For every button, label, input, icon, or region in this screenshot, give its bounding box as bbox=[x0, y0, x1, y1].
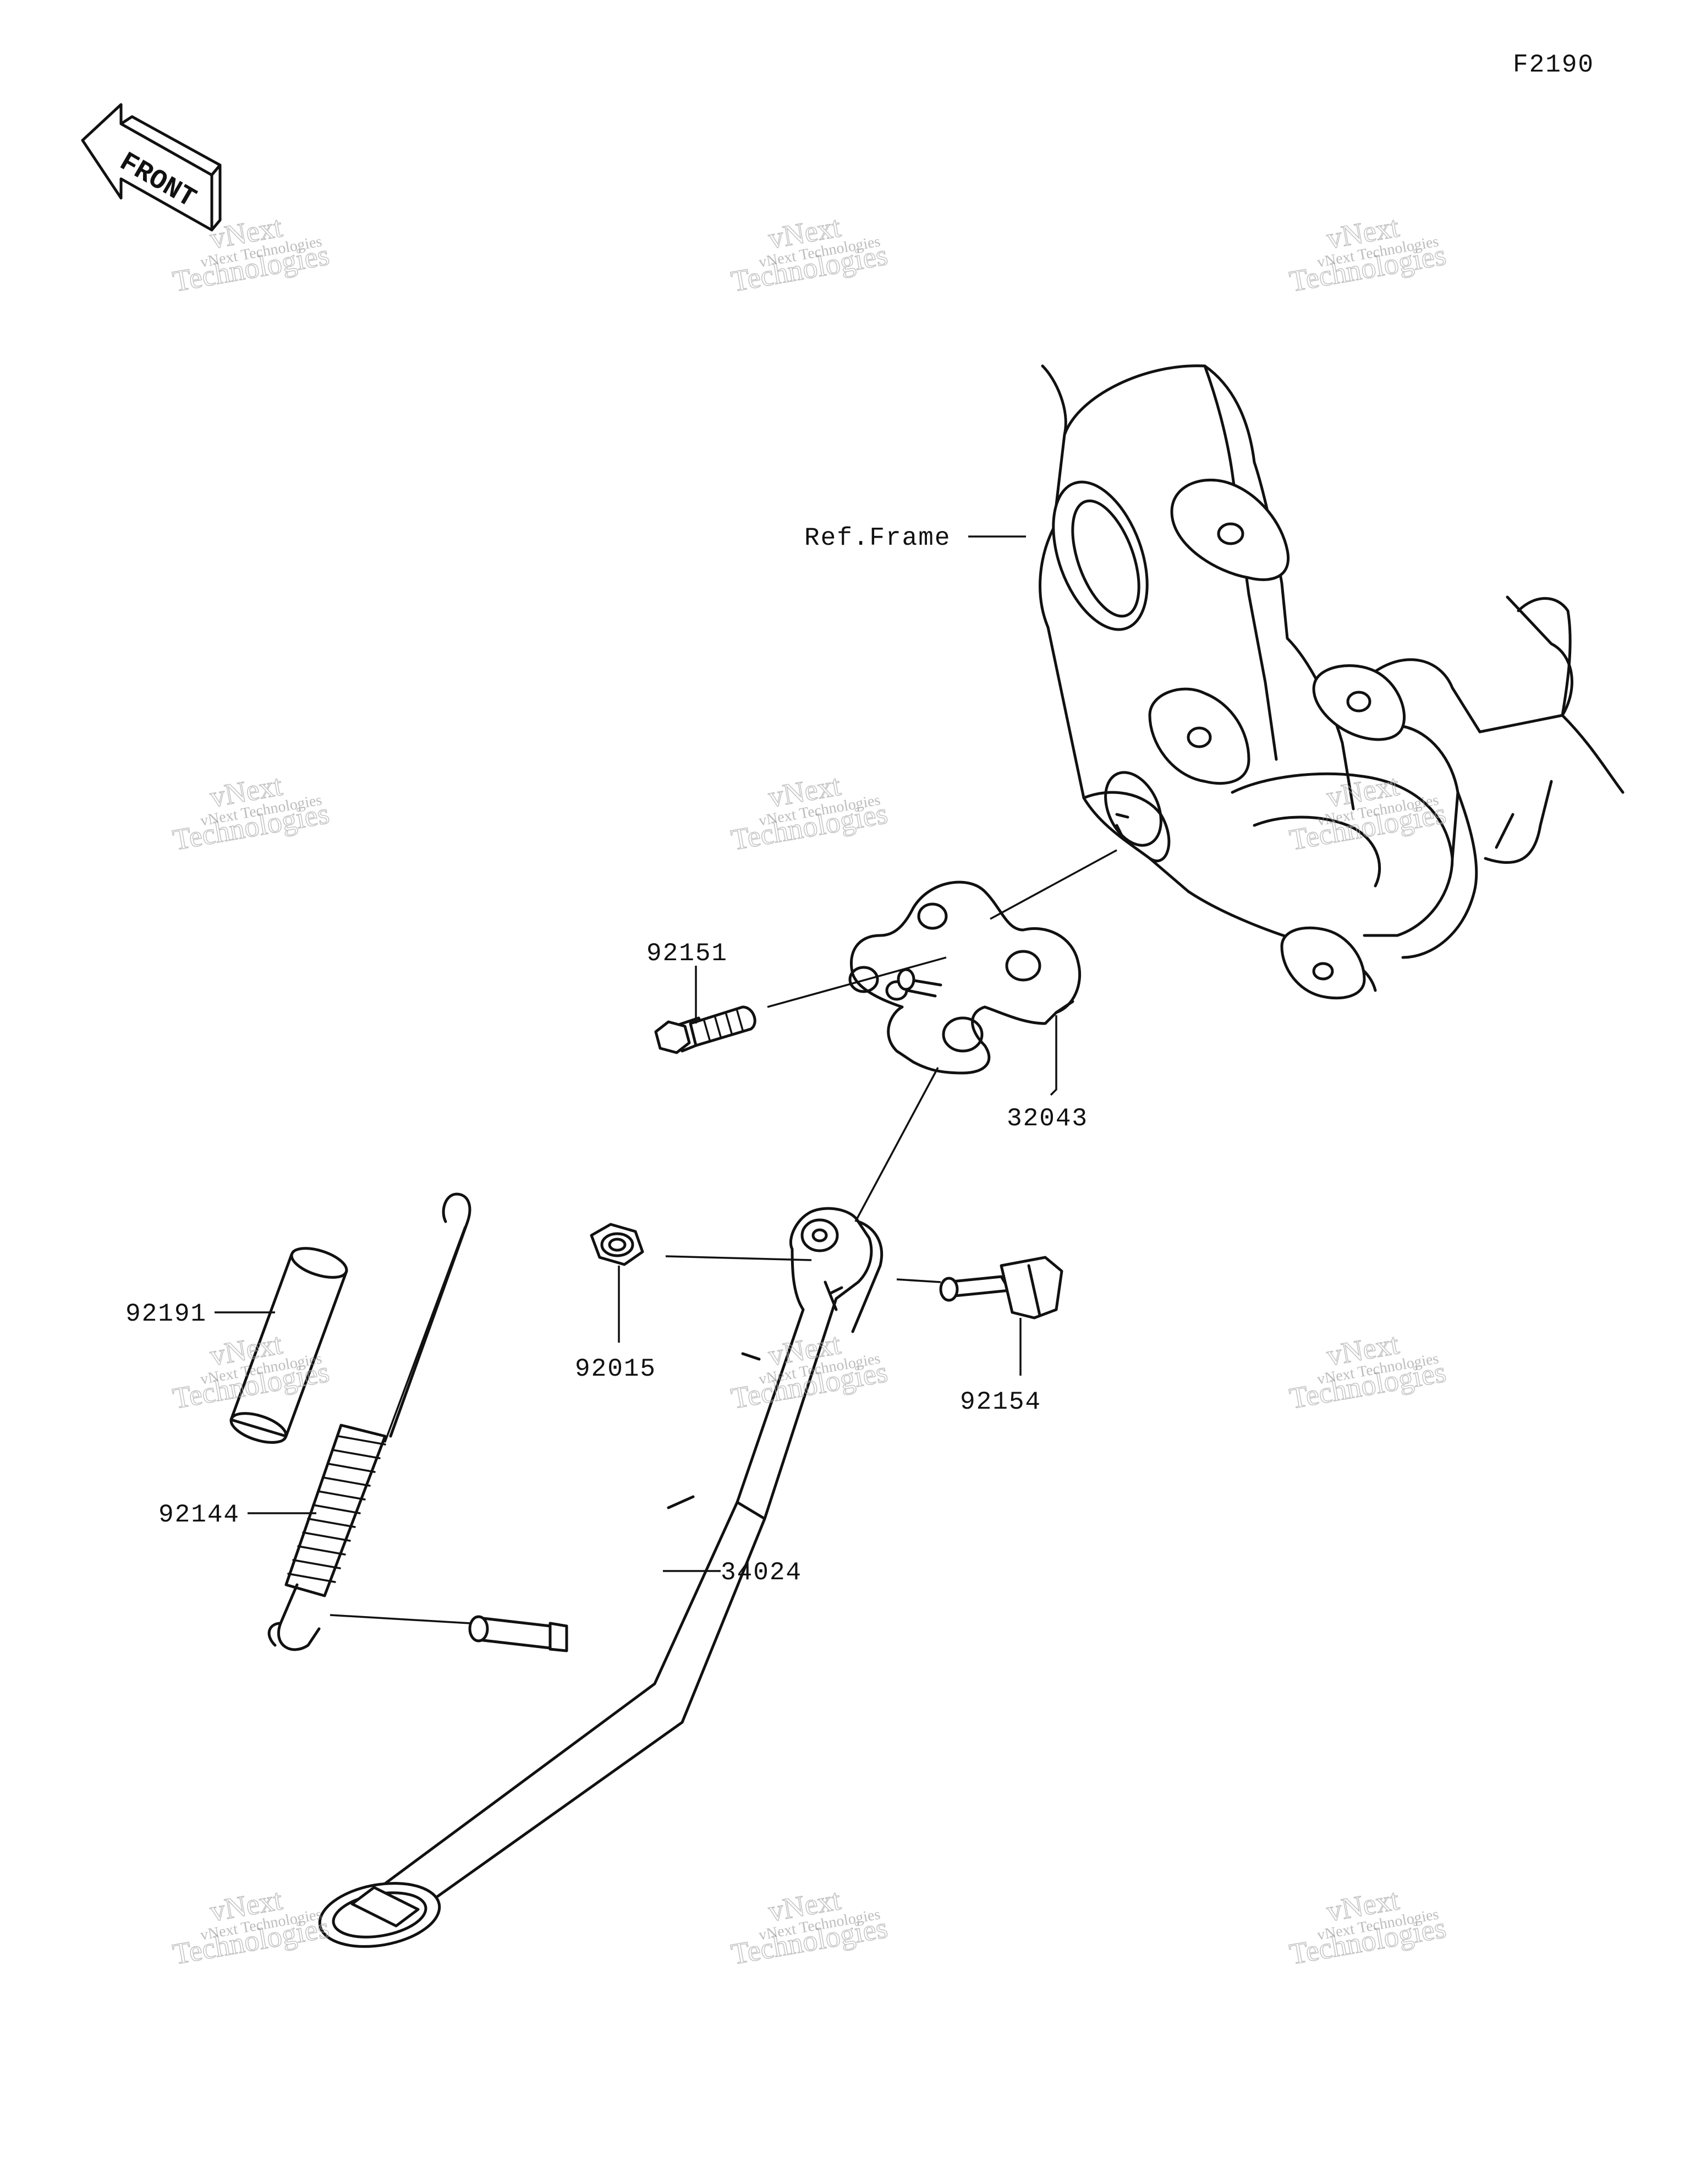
side-stand-34024 bbox=[318, 1207, 884, 1948]
ref-frame-label: Ref.Frame bbox=[804, 524, 951, 552]
front-arrow-icon: FRONT bbox=[81, 103, 222, 232]
part-number-34024[interactable]: 34024 bbox=[721, 1558, 802, 1587]
bracket-32043 bbox=[848, 880, 1082, 1075]
bolt-92151 bbox=[654, 1005, 756, 1054]
sleeve-92191 bbox=[229, 1247, 348, 1444]
part-number-92154[interactable]: 92154 bbox=[960, 1388, 1041, 1416]
bolt-92154 bbox=[939, 1256, 1063, 1320]
part-number-92151[interactable]: 92151 bbox=[646, 939, 728, 968]
part-number-92144[interactable]: 92144 bbox=[158, 1501, 240, 1529]
part-number-92015[interactable]: 92015 bbox=[575, 1355, 656, 1383]
frame-illustration bbox=[1039, 364, 1625, 1000]
spring-92144 bbox=[267, 1192, 471, 1651]
nut-92015 bbox=[590, 1223, 644, 1266]
part-number-92191[interactable]: 92191 bbox=[125, 1300, 207, 1328]
leader-lines bbox=[215, 535, 1117, 1624]
diagram-code: F2190 bbox=[1513, 51, 1594, 79]
part-number-32043[interactable]: 32043 bbox=[1007, 1104, 1088, 1133]
pin bbox=[468, 1615, 568, 1652]
